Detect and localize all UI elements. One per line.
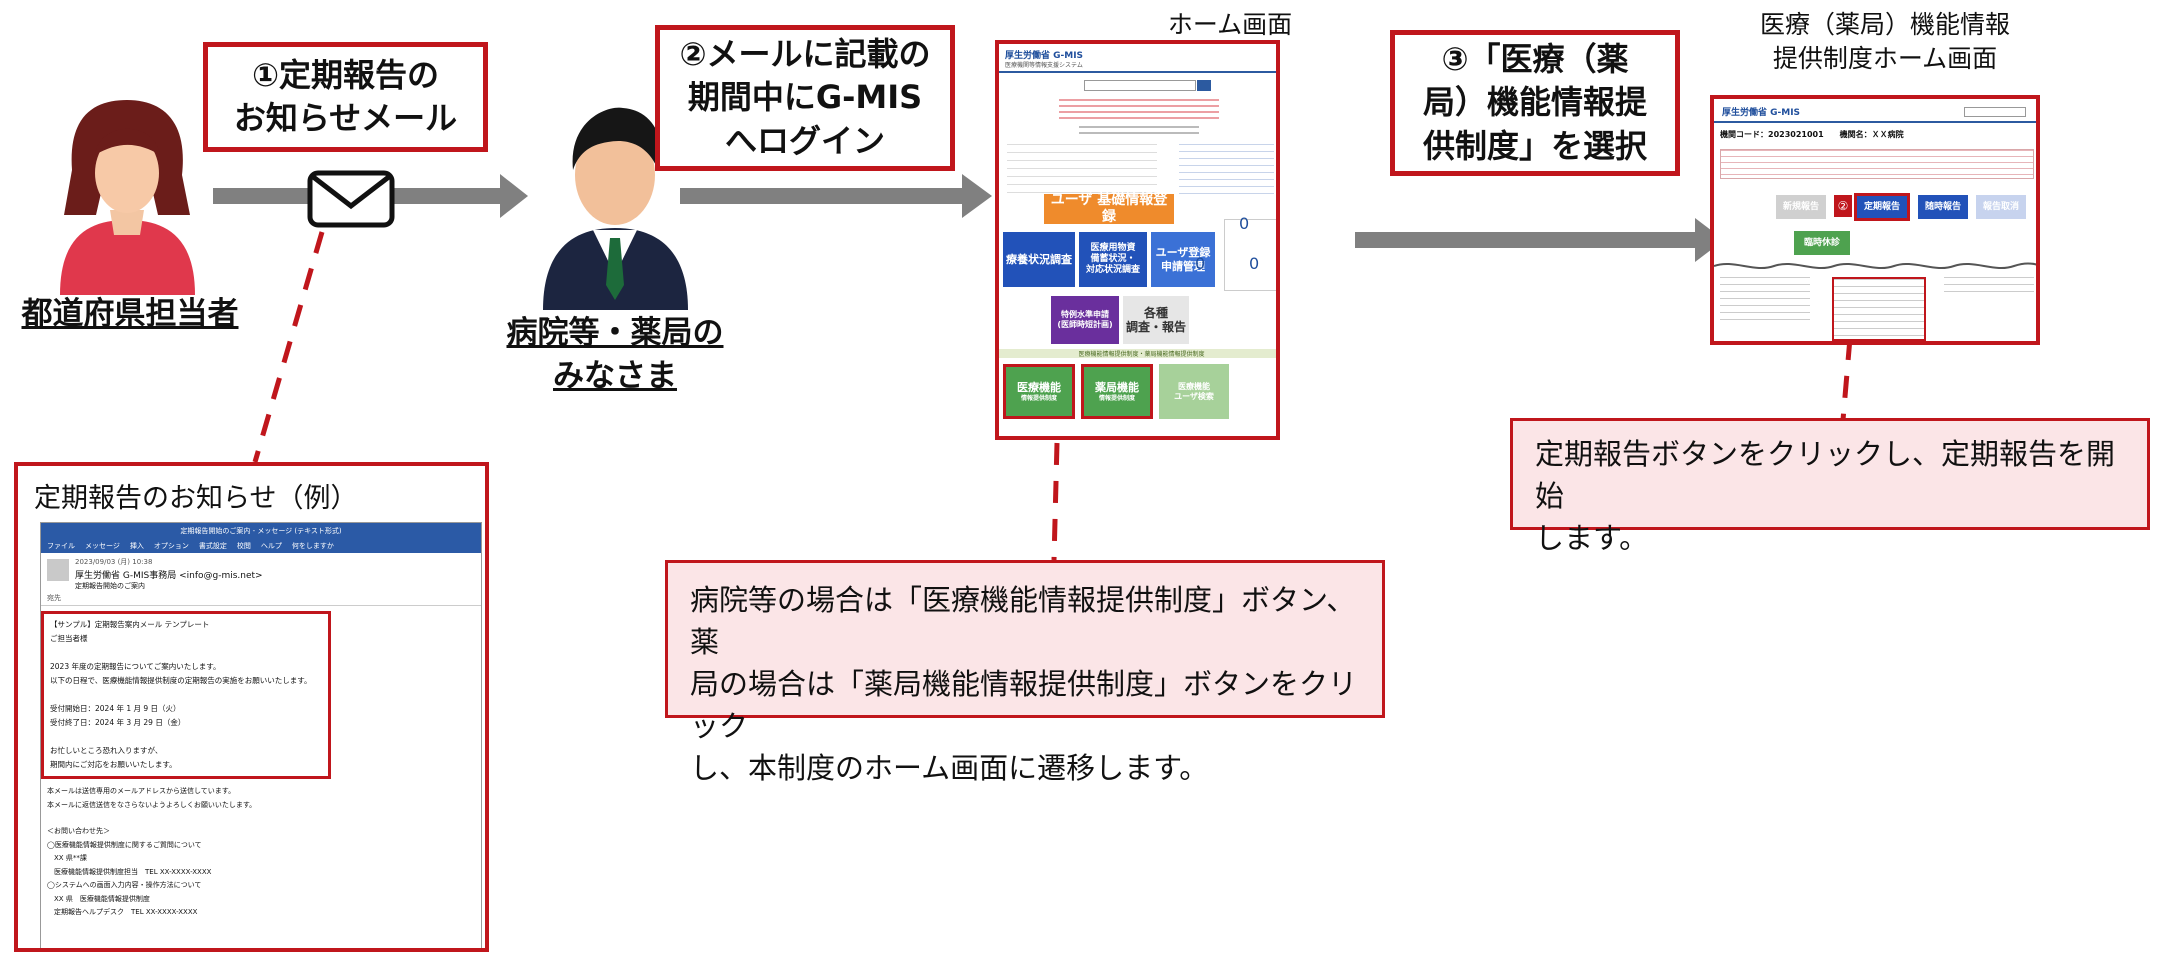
yakkyoku-kino-sub: 情報提供制度 (1098, 394, 1135, 402)
adhoc-report-button[interactable]: 随時報告 (1918, 195, 1968, 219)
step2-box: ②メールに記載の 期間中にG-MIS へログイン (655, 25, 955, 171)
yakkyoku-kino-label: 薬局機能 (1095, 381, 1139, 395)
body-line: 【サンプル】定期報告案内メール テンプレート (50, 620, 210, 629)
body-line: 2023 年度の定期報告についてご案内いたします。 (50, 662, 221, 671)
system-screen-image: 厚生労働省 G-MIS 機関コード：2023021001 機関名：ＸＸ病院 新規… (1710, 95, 2040, 345)
body-line: 以下の日程で、医療機能情報提供制度の定期報告の実施をお願いいたします。 (50, 676, 312, 685)
system-logo: 厚生労働省 G-MIS (1722, 108, 1801, 118)
body-line: ご担当者様 (50, 634, 88, 643)
email-subject: 定期報告開始のご案内 (75, 582, 145, 590)
user-basic-tile[interactable]: ユーザ 基礎情報登録 (1044, 192, 1174, 225)
periodic-report-button[interactable]: 定期報告 (1854, 193, 1910, 221)
dashed-line-email (252, 231, 325, 463)
email-body: 【サンプル】定期報告案内メール テンプレート ご担当者様 2023 年度の定期報… (41, 611, 331, 779)
email-to-label: 宛先 (47, 594, 61, 602)
footer-line: ◯医療機能情報提供制度に関するご質問について (47, 840, 202, 849)
body-line (50, 730, 322, 744)
wavy-divider (1714, 262, 2036, 270)
email-example-title: 定期報告のお知らせ（例） (34, 483, 358, 514)
email-window: 定期報告開始のご案内 - メッセージ (テキスト形式) ファイル メッセージ 挿… (40, 522, 482, 948)
footer-line: 本メールは送信専用のメールアドレスから送信しています。 (47, 787, 236, 795)
home-logo: 厚生労働省 G-MIS (1005, 51, 1084, 61)
body-line (50, 646, 322, 660)
yakkyoku-kino-button[interactable]: 薬局機能 情報提供制度 (1081, 364, 1153, 419)
body-line: 受付開始日：2024 年 1 月 9 日（火） (50, 704, 181, 713)
menu-file[interactable]: ファイル (47, 542, 75, 550)
email-example-panel: 定期報告のお知らせ（例） 定期報告開始のご案内 - メッセージ (テキスト形式)… (14, 462, 489, 952)
menu-message[interactable]: メッセージ (85, 542, 120, 550)
iryo-kino-sub: 情報提供制度 (1020, 394, 1057, 402)
step3-box: ③「医療（薬 局）機能情報提 供制度」を選択 (1390, 30, 1680, 176)
body-line: お忙しいところ恐れ入りますが、 (50, 746, 163, 755)
new-report-button[interactable]: 新規報告 (1776, 195, 1826, 219)
step1-box: ①定期報告の お知らせメール (203, 42, 488, 152)
home-note: 病院等の場合は「医療機能情報提供制度」ボタン、薬 局の場合は「薬局機能情報提供制… (665, 560, 1385, 785)
report-note: 定期報告ボタンをクリックし、定期報告を開始 します。 (1510, 418, 2150, 555)
surveys-tile[interactable]: 各種 調査・報告 (1123, 296, 1189, 344)
body-line: 期間内にご対応をお願いいたします。 (50, 760, 177, 769)
step-marker: ② (1834, 195, 1852, 217)
home-banner: 医療機能情報提供制度・薬局機能情報提供制度 (999, 349, 1276, 358)
cancel-report-button[interactable]: 報告取消 (1976, 195, 2026, 219)
temporary-closure-button[interactable]: 臨時休診 (1794, 231, 1850, 255)
menu-insert[interactable]: 挿入 (129, 542, 144, 550)
body-line (50, 688, 322, 702)
arrow-select-flow (1355, 218, 1724, 262)
body-line: 受付終了日：2024 年 3 月 29 日（金） (50, 718, 186, 727)
menu-help[interactable]: ヘルプ (260, 542, 282, 550)
footer-line: 本メールに返信送信をなさらないようよろしくお願いいたします。 (47, 800, 257, 809)
prefecture-person-icon (60, 100, 195, 295)
special-tile[interactable]: 特例水準申請 (医師時短計画) (1051, 296, 1119, 344)
home-search-input[interactable] (1084, 80, 1196, 91)
footer-line: ◯システムへの画面入力内容・操作方法について (47, 881, 202, 889)
count-2: 0 (1195, 254, 1206, 273)
footer-line: 医療機能情報提供制度担当 TEL XX-XXXX-XXXX (47, 867, 212, 876)
home-screen-image: 厚生労働省 G-MIS 医療機関等情報支援システム ユーザ 基礎情報登録 療養状… (995, 40, 1280, 440)
sender-avatar (47, 559, 69, 581)
arrow-login-flow (680, 174, 992, 218)
home-caption: ホーム画面 (1167, 10, 1293, 39)
system-search-input[interactable] (1964, 107, 2026, 117)
medical-survey-tile[interactable]: 療養状況調査 (1003, 232, 1075, 287)
menu-options[interactable]: オプション (153, 542, 189, 550)
count-3: 0 (1249, 254, 1260, 273)
user-search-tile[interactable]: 医療機能 ユーザ検索 (1159, 364, 1229, 419)
footer-line: XX 県**課 (47, 854, 87, 862)
supplies-tile[interactable]: 医療用物資 備蓄状況・ 対応状況調査 (1079, 232, 1147, 287)
email-date: 2023/09/03 (月) 10:38 (75, 558, 153, 566)
iryo-kino-label: 医療機能 (1017, 381, 1061, 395)
institution-code: 機関コード：2023021001 機関名：ＸＸ病院 (1720, 130, 1904, 139)
email-sender: 厚生労働省 G-MIS事務局 <info@g-mis.net> (75, 571, 263, 581)
dashed-line-report (1840, 337, 1853, 421)
hospital-label: 病院等・薬局の みなさま (506, 315, 724, 395)
footer-line (47, 812, 256, 825)
hospital-person-icon (543, 107, 688, 310)
menu-search[interactable]: 何をしますか (291, 542, 334, 550)
footer-line: ＜お問い合わせ先＞ (47, 827, 110, 835)
system-home-caption: 医療（薬局）機能情報 提供制度ホーム画面 (1759, 10, 2010, 73)
mail-envelope-icon (307, 170, 395, 228)
user-registration-tile[interactable]: ユーザ登録 申請管理 (1151, 232, 1215, 287)
home-logo-sub: 医療機関等情報支援システム (1005, 62, 1083, 69)
menu-review[interactable]: 校閲 (236, 542, 251, 550)
footer-line: 定期報告ヘルプデスク TEL XX-XXXX-XXXX (47, 908, 198, 916)
count-1: 0 (1239, 214, 1250, 233)
menu-format[interactable]: 書式設定 (198, 542, 227, 550)
email-menu: ファイル メッセージ 挿入 オプション 書式設定 校閲 ヘルプ 何をしますか (41, 539, 481, 553)
iryo-kino-button[interactable]: 医療機能 情報提供制度 (1003, 364, 1075, 419)
dashed-line-home (1051, 442, 1060, 561)
prefecture-label: 都道府県担当者 (21, 296, 239, 332)
email-footer: 本メールは送信専用のメールアドレスから送信しています。 本メールに返信送信をなさ… (47, 785, 256, 920)
email-window-title: 定期報告開始のご案内 - メッセージ (テキスト形式) (41, 523, 481, 539)
footer-line: XX 県 医療機能情報提供制度 (47, 894, 150, 903)
home-search-button[interactable] (1197, 80, 1211, 91)
